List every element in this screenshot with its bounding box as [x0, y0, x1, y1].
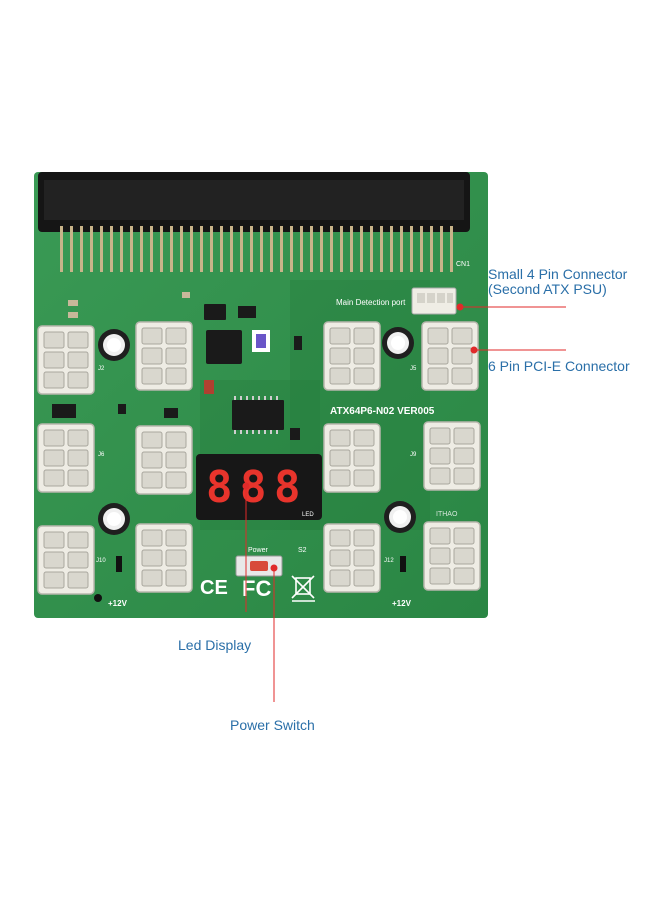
header-pin [110, 226, 113, 272]
header-pin [440, 226, 443, 272]
pcie-6pin-connector-7[interactable] [323, 423, 381, 493]
header-pin [350, 226, 353, 272]
mounting-hole [382, 327, 414, 359]
header-pin [450, 226, 453, 272]
header-pin [160, 226, 163, 272]
pcie-6pin-connector-1[interactable] [37, 325, 95, 395]
connector-label: J10 [96, 558, 106, 564]
led-digit: 8 [274, 462, 301, 513]
header-pin [380, 226, 383, 272]
power-switch[interactable] [235, 555, 283, 577]
board-model-text: ATX64P6-N02 VER005 [330, 406, 435, 417]
connector-label: J6 [98, 452, 105, 458]
mounting-hole [98, 329, 130, 361]
header-pin [280, 226, 283, 272]
callout-dot [470, 346, 478, 354]
callout-led-display: Led Display [178, 637, 252, 653]
header-pin [420, 226, 423, 272]
header-pin [240, 226, 243, 272]
volt-label-right: +12V [392, 599, 412, 608]
pcie-6pin-connector-3[interactable] [323, 321, 381, 391]
callout-small-4pin-line1: Small 4 Pin Connector [488, 266, 628, 282]
header-pin [150, 226, 153, 272]
header-pin [370, 226, 373, 272]
mounting-hole [98, 503, 130, 535]
callout-dot [242, 482, 250, 490]
header-pin [330, 226, 333, 272]
led-display: 8 8 8 [196, 454, 322, 520]
led-digit: 8 [206, 462, 233, 513]
header-pin [430, 226, 433, 272]
header-pin [220, 226, 223, 272]
pcie-6pin-connector-5[interactable] [37, 423, 95, 493]
header-pin [410, 226, 413, 272]
header-pin [250, 226, 253, 272]
pcie-6pin-connector-12[interactable] [423, 521, 481, 591]
ic-pins [234, 396, 278, 434]
header-pin [180, 226, 183, 272]
header-pin [260, 226, 263, 272]
switch-silk-label: S2 [298, 547, 307, 554]
header-pin [80, 226, 83, 272]
pcie-6pin-connector-11[interactable] [323, 523, 381, 593]
header-pin [210, 226, 213, 272]
connector-label: J9 [410, 452, 417, 458]
header-pin [270, 226, 273, 272]
connector-label: J5 [410, 366, 417, 372]
header-pin [90, 226, 93, 272]
callout-pcie-6pin: 6 Pin PCI-E Connector [488, 358, 630, 374]
header-pin [310, 226, 313, 272]
pcie-edge-header [38, 172, 470, 272]
header-pin [120, 226, 123, 272]
header-pin [360, 226, 363, 272]
header-pin [340, 226, 343, 272]
header-label: CN1 [456, 261, 470, 268]
header-pin [390, 226, 393, 272]
header-pin [70, 226, 73, 272]
callout-dot [456, 303, 464, 311]
pcie-6pin-connector-4[interactable] [421, 321, 479, 391]
test-point [94, 594, 102, 602]
volt-label-left: +12V [108, 599, 128, 608]
pcie-6pin-connector-2[interactable] [135, 321, 193, 391]
header-pin [60, 226, 63, 272]
header-pin [190, 226, 193, 272]
small-silk-mark: ITHAO [436, 511, 458, 518]
header-pin [100, 226, 103, 272]
pcb-board [34, 172, 488, 618]
ce-mark: CE [200, 577, 228, 599]
small-4pin-connector[interactable] [411, 287, 457, 315]
header-pin [300, 226, 303, 272]
callout-pointers [245, 306, 566, 702]
header-pin [290, 226, 293, 272]
callout-small-4pin: Small 4 Pin Connector (Second ATX PSU) [488, 267, 627, 297]
pcie-6pin-connector-9[interactable] [37, 525, 95, 595]
smd-components [52, 292, 302, 440]
fc-mark: FC [242, 576, 271, 601]
detection-port-label: Main Detection port [336, 298, 406, 307]
header-pin [130, 226, 133, 272]
pcie-6pin-connector-6[interactable] [135, 425, 193, 495]
header-pin [140, 226, 143, 272]
led-silk-label: LED [302, 512, 314, 518]
connector-label: J12 [384, 558, 394, 564]
pcie-6pin-connector-8[interactable] [423, 421, 481, 491]
connector-label: J2 [98, 366, 105, 372]
pcie-6pin-connector-10[interactable] [135, 523, 193, 593]
weee-bin-icon [291, 575, 315, 602]
header-pin [200, 226, 203, 272]
callout-power-switch: Power Switch [230, 717, 315, 733]
header-pin [320, 226, 323, 272]
callout-dot [270, 564, 278, 572]
header-pin [230, 226, 233, 272]
callout-small-4pin-line2: (Second ATX PSU) [488, 281, 607, 297]
power-silk-label: Power [248, 547, 269, 554]
header-pin [400, 226, 403, 272]
header-pin [170, 226, 173, 272]
mounting-hole [384, 501, 416, 533]
